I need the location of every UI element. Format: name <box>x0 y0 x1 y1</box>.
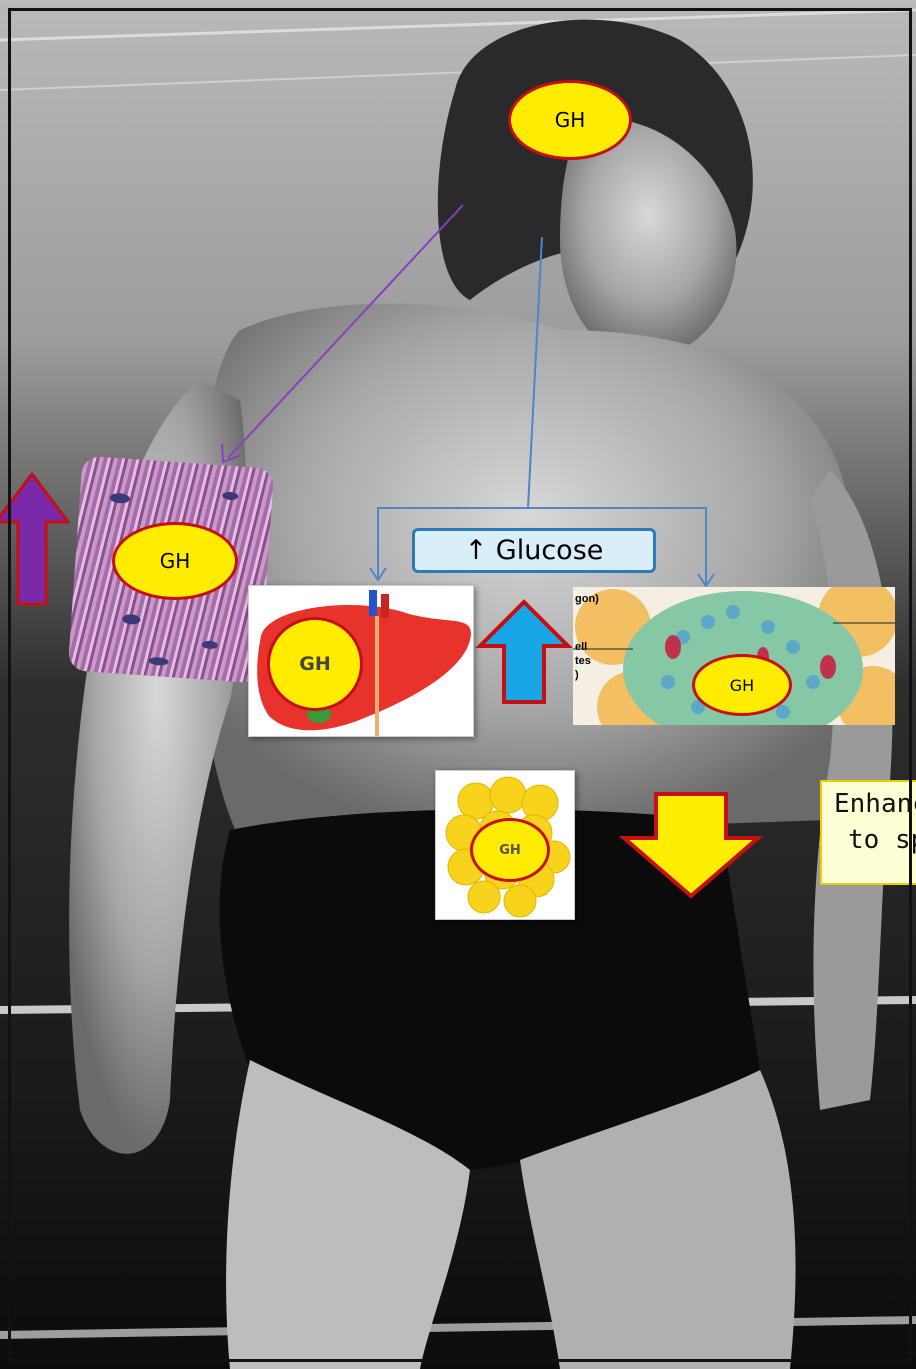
gh-fat-oval: GH <box>470 818 550 882</box>
glucose-label: ↑ Glucose <box>465 535 604 566</box>
gh-to-muscle-arrowhead <box>222 444 239 462</box>
gh-down-line <box>528 237 542 508</box>
gh-liver-label: GH <box>299 653 331 675</box>
pancreas-label-glucagon: gon) <box>575 593 599 605</box>
glucose-increase-box: ↑ Glucose <box>412 528 656 573</box>
enhance-callout: Enhanc to spo <box>820 780 916 885</box>
callout-line-1: Enhanc <box>834 786 916 822</box>
gh-muscle-oval: GH <box>112 522 238 600</box>
pancreas-label-paren: ) <box>575 669 579 681</box>
pancreas-label-cell: ell <box>575 641 587 653</box>
pancreas-label-tes: tes <box>575 655 591 667</box>
down-arrow-yellow <box>616 790 766 900</box>
gh-fat-label: GH <box>499 843 521 858</box>
gh-muscle-label: GH <box>160 549 191 573</box>
gh-liver-oval: GH <box>267 617 363 711</box>
gh-to-muscle-line <box>228 205 463 458</box>
gh-pituitary-oval: GH <box>508 80 632 160</box>
callout-line-2: to spo <box>834 822 916 858</box>
up-arrow-blue <box>474 598 574 708</box>
gh-pancreas-label: GH <box>730 676 754 695</box>
up-arrow-purple <box>0 470 70 610</box>
gh-head-label: GH <box>555 108 586 132</box>
gh-pancreas-oval: GH <box>692 654 792 716</box>
